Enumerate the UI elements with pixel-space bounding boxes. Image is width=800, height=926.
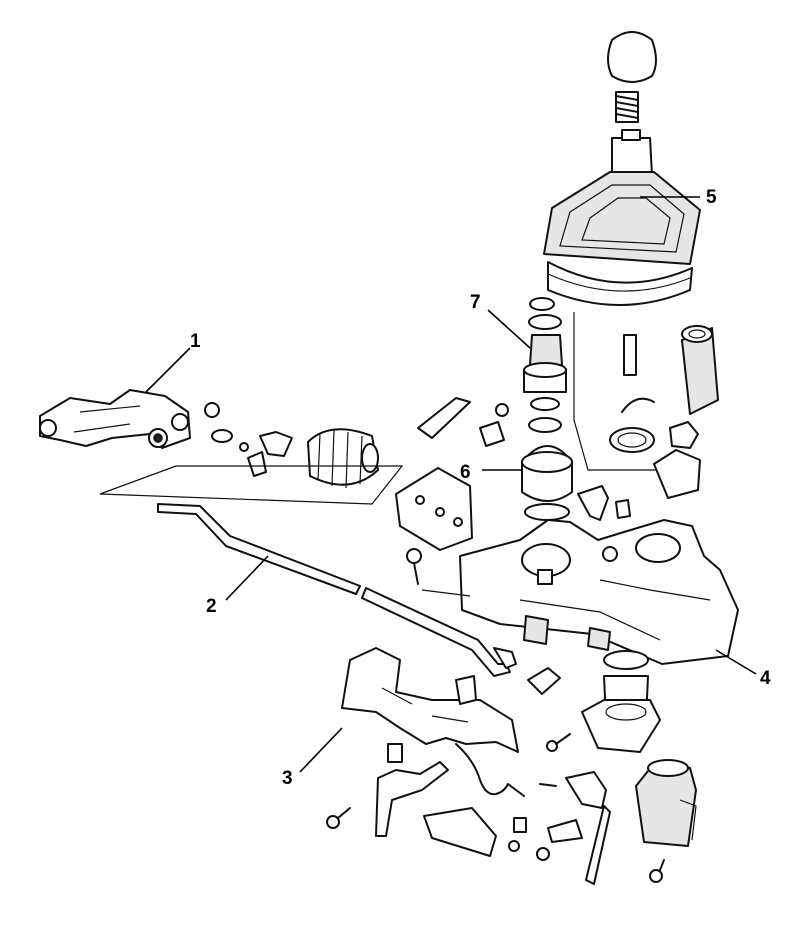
solenoid-bracket — [565, 771, 607, 809]
lower-column — [581, 650, 661, 753]
ball-socket — [482, 445, 573, 521]
selector-cylinder — [681, 325, 719, 415]
linkage-small-parts — [204, 402, 293, 477]
lower-link — [375, 761, 449, 837]
callout-1: 1 — [190, 331, 201, 352]
bearing-stack — [487, 297, 567, 433]
callout-7: 7 — [470, 292, 481, 313]
callout-3: 3 — [282, 768, 293, 789]
small-clip — [669, 421, 699, 449]
pin — [623, 334, 637, 376]
housing-bracket — [395, 467, 473, 551]
retainer-ring — [609, 427, 655, 453]
shift-linkage — [39, 347, 191, 449]
rubber-boot — [307, 428, 379, 489]
callout-4: 4 — [760, 668, 771, 689]
return-spring — [455, 743, 525, 797]
shift-rod — [157, 503, 517, 677]
lever-upper — [611, 129, 653, 176]
knob-spring — [615, 91, 639, 123]
gate-plate — [299, 647, 519, 773]
shift-knob — [607, 31, 657, 83]
circlip — [621, 397, 655, 413]
callout-6: 6 — [460, 462, 471, 483]
callout-5: 5 — [706, 187, 717, 208]
solenoid — [635, 759, 697, 883]
base-plate — [423, 807, 497, 857]
lower-small-parts — [508, 733, 583, 861]
housing-bolt — [406, 548, 471, 597]
latch-part — [577, 485, 631, 521]
lower-bushing — [527, 667, 561, 695]
bracket-upper — [417, 397, 509, 447]
callout-2: 2 — [206, 596, 217, 617]
small-spacer — [387, 743, 403, 763]
shift-gaiter — [543, 171, 701, 306]
lower-screw-left — [326, 807, 351, 829]
gasket-strip — [585, 805, 611, 885]
switch-cap — [653, 449, 701, 499]
main-housing — [459, 519, 757, 675]
